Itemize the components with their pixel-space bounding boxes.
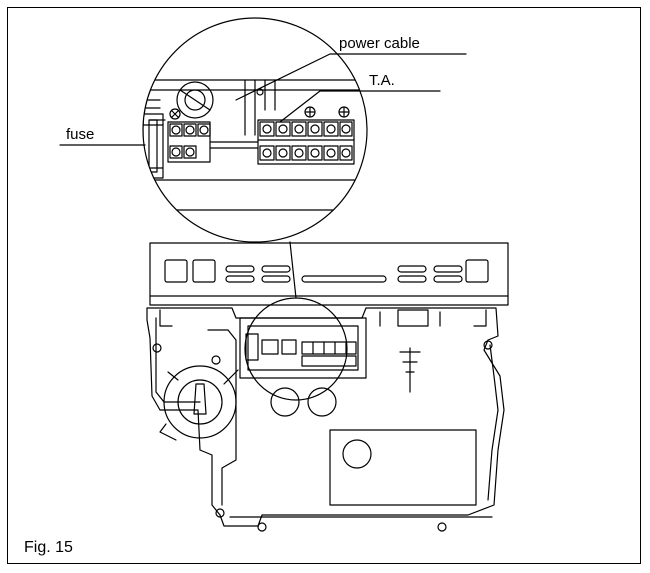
power-cable-label: power cable xyxy=(339,35,420,52)
boiler-body xyxy=(146,242,509,532)
power-cable-leader xyxy=(235,53,467,101)
ta-label: T.A. xyxy=(369,72,395,89)
zoom-detail xyxy=(142,17,368,243)
leader-line xyxy=(289,241,297,299)
ta-leader xyxy=(279,90,441,123)
fuse-label: fuse xyxy=(66,126,94,143)
figure-caption: Fig. 15 xyxy=(24,539,73,556)
